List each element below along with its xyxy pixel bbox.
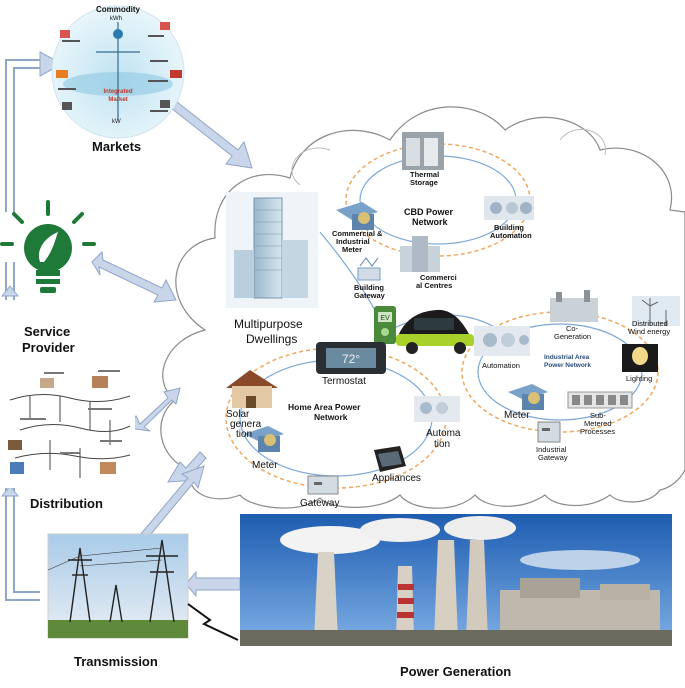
flow-arrows: [91, 97, 253, 598]
industrial-automation-icon: [474, 326, 530, 356]
lightbulb-icon: [0, 200, 96, 293]
home-automation-line2: tion: [434, 439, 451, 450]
arrow-generation-transmission: [185, 570, 241, 598]
solar-house-icon: [226, 370, 278, 408]
markets-bottom-unit: kW: [112, 119, 121, 125]
appliances-label: Appliances: [372, 473, 421, 484]
industrial-gateway-icon: [537, 421, 561, 443]
home-meter-label: Meter: [252, 460, 278, 471]
industrial-gateway-line2: Gateway: [538, 453, 568, 462]
home-gateway-icon: [307, 475, 339, 495]
power-generation-photo: [240, 514, 672, 646]
markets-top-label: Commodity: [96, 5, 140, 14]
sub-metered-line2: Metered: [584, 419, 612, 428]
industrial-area-line1: Industrial Area: [544, 354, 590, 361]
home-meter-icon: [244, 426, 284, 452]
commercial-meter-icon: [336, 202, 378, 230]
distribution-label: Distribution: [30, 496, 103, 511]
solar-line1: Solar: [226, 409, 250, 420]
home-automation-icon: [414, 396, 460, 422]
service-provider-label-line2: Provider: [22, 340, 75, 355]
industrial-meter-label: Meter: [504, 410, 530, 421]
sub-metered-line1: Sub-: [590, 411, 606, 420]
markets-center-label: Integrated Market: [103, 89, 133, 103]
co-generation-icon: [550, 290, 598, 322]
multipurpose-label-line2: Dwellings: [246, 332, 298, 346]
arrowhead-service: [0, 285, 20, 297]
gateway-label: Gateway: [300, 498, 340, 509]
markets-top-unit: kWh: [110, 16, 122, 22]
co-generation-line1: Co-: [566, 324, 579, 333]
commercial-meter-line1: Commercial &: [332, 229, 383, 238]
commercial-centres-icon: [400, 236, 440, 272]
thermostat-icon: 72°: [316, 342, 386, 374]
sub-metered-line3: Processes: [580, 427, 616, 436]
lighting-label: Lighting: [626, 374, 653, 383]
arrow-transmission-cloud: [139, 465, 205, 541]
left-flow-lines: [5, 59, 40, 601]
automation-industrial-label: Automation: [482, 361, 520, 370]
power-generation-label: Power Generation: [400, 664, 512, 679]
building-automation-line1: Building: [494, 223, 524, 232]
cbd-network-line2: Network: [412, 217, 448, 227]
commercial-centres-line2: al Centres: [416, 281, 453, 290]
thermostat-reading: 72°: [342, 352, 360, 366]
industrial-meter-icon: [508, 384, 548, 410]
home-area-line2: Network: [314, 412, 348, 422]
distribution-graphic: [0, 368, 135, 488]
distributed-wind-line2: Wind energy: [628, 327, 671, 336]
solar-line3: tion: [236, 429, 253, 440]
home-area-line1: Home Area Power: [288, 402, 361, 412]
ev-charger-icon: EV: [374, 306, 396, 344]
arrow-markets-to-cloud: [165, 97, 253, 169]
industrial-gateway-line1: Industrial: [536, 445, 567, 454]
transmission-label: Transmission: [74, 654, 158, 669]
industrial-area-line2: Power Network: [544, 362, 591, 369]
thermal-storage-line2: Storage: [410, 178, 438, 187]
distributed-wind-line1: Distributed: [632, 319, 668, 328]
lightning-bolt-icon: [187, 603, 239, 641]
building-automation-line2: Automation: [490, 231, 532, 240]
service-provider-label-line1: Service: [24, 324, 71, 339]
commercial-centres-line1: Commerci: [420, 273, 457, 282]
multipurpose-label-line1: Multipurpose: [234, 317, 303, 331]
arrowhead-markets: [39, 51, 64, 77]
wind-turbine-icon: [632, 296, 680, 326]
lighting-icon: [622, 344, 658, 372]
sub-metered-icon: [567, 391, 633, 409]
commercial-meter-line2: Industrial: [336, 237, 370, 246]
thermal-storage-icon: [402, 132, 444, 170]
commercial-meter-line3: Meter: [342, 245, 363, 254]
markets-graphic: [51, 5, 185, 139]
thermal-storage-line1: Thermal: [410, 170, 440, 179]
ev-label: EV: [380, 315, 390, 322]
building-gateway-line1: Building: [354, 283, 384, 292]
electric-car-icon: [396, 309, 474, 354]
arrow-cloud-service: [91, 250, 177, 303]
home-automation-line1: Automa: [426, 428, 461, 439]
appliances-icon: [374, 446, 406, 472]
markets-label: Markets: [92, 139, 142, 154]
termostat-label: Termostat: [322, 376, 366, 387]
building-gateway-line2: Gateway: [354, 291, 385, 300]
cbd-network-line1: CBD Power: [404, 207, 454, 217]
solar-line2: genera: [230, 419, 262, 430]
co-generation-line2: Generation: [554, 332, 592, 341]
arrowhead-distribution: [0, 485, 20, 497]
multipurpose-building: [226, 192, 318, 308]
transmission-photo: [47, 533, 189, 639]
building-automation-icon: [484, 196, 534, 220]
building-gateway-icon: [357, 257, 381, 281]
